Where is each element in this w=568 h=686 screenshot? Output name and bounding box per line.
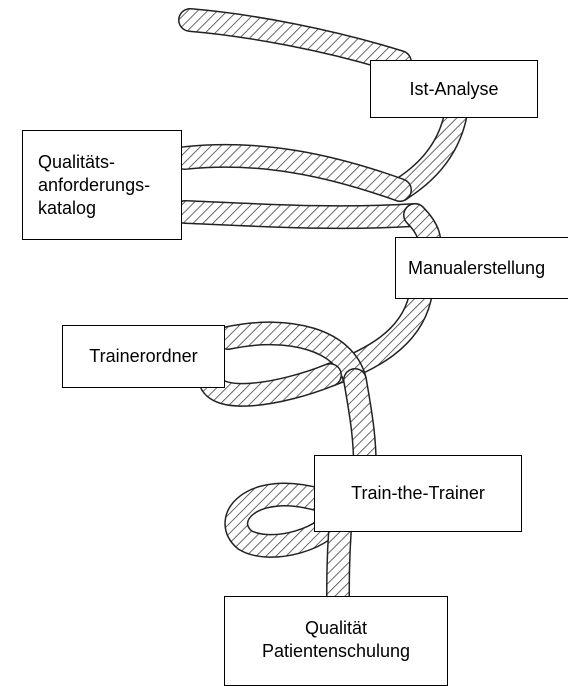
ist-analyse-label: Ist-Analyse xyxy=(409,78,499,99)
manualerstellung-label: Manualerstellung xyxy=(408,257,546,278)
qualitaets-anforderungs-katalog-box: Qualitäts- anforderungs- katalog xyxy=(22,130,182,240)
manualerstellung-box: Manualerstellung xyxy=(395,237,568,299)
trainerordner-label: Trainerordner xyxy=(89,346,198,366)
ist-analyse-box: Ist-Analyse xyxy=(370,60,538,118)
qualitaet-patientenschulung-label: Qualität Patientenschulung xyxy=(261,618,411,661)
train-the-trainer-box: Train-the-Trainer xyxy=(314,455,522,532)
trainerordner-box: Trainerordner xyxy=(62,325,225,388)
qualitaet-patientenschulung-box: Qualität Patientenschulung xyxy=(224,596,448,686)
train-the-trainer-label: Train-the-Trainer xyxy=(351,483,485,503)
qualitaets-anforderungs-katalog-label: Qualitäts- anforderungs- katalog xyxy=(38,151,151,218)
